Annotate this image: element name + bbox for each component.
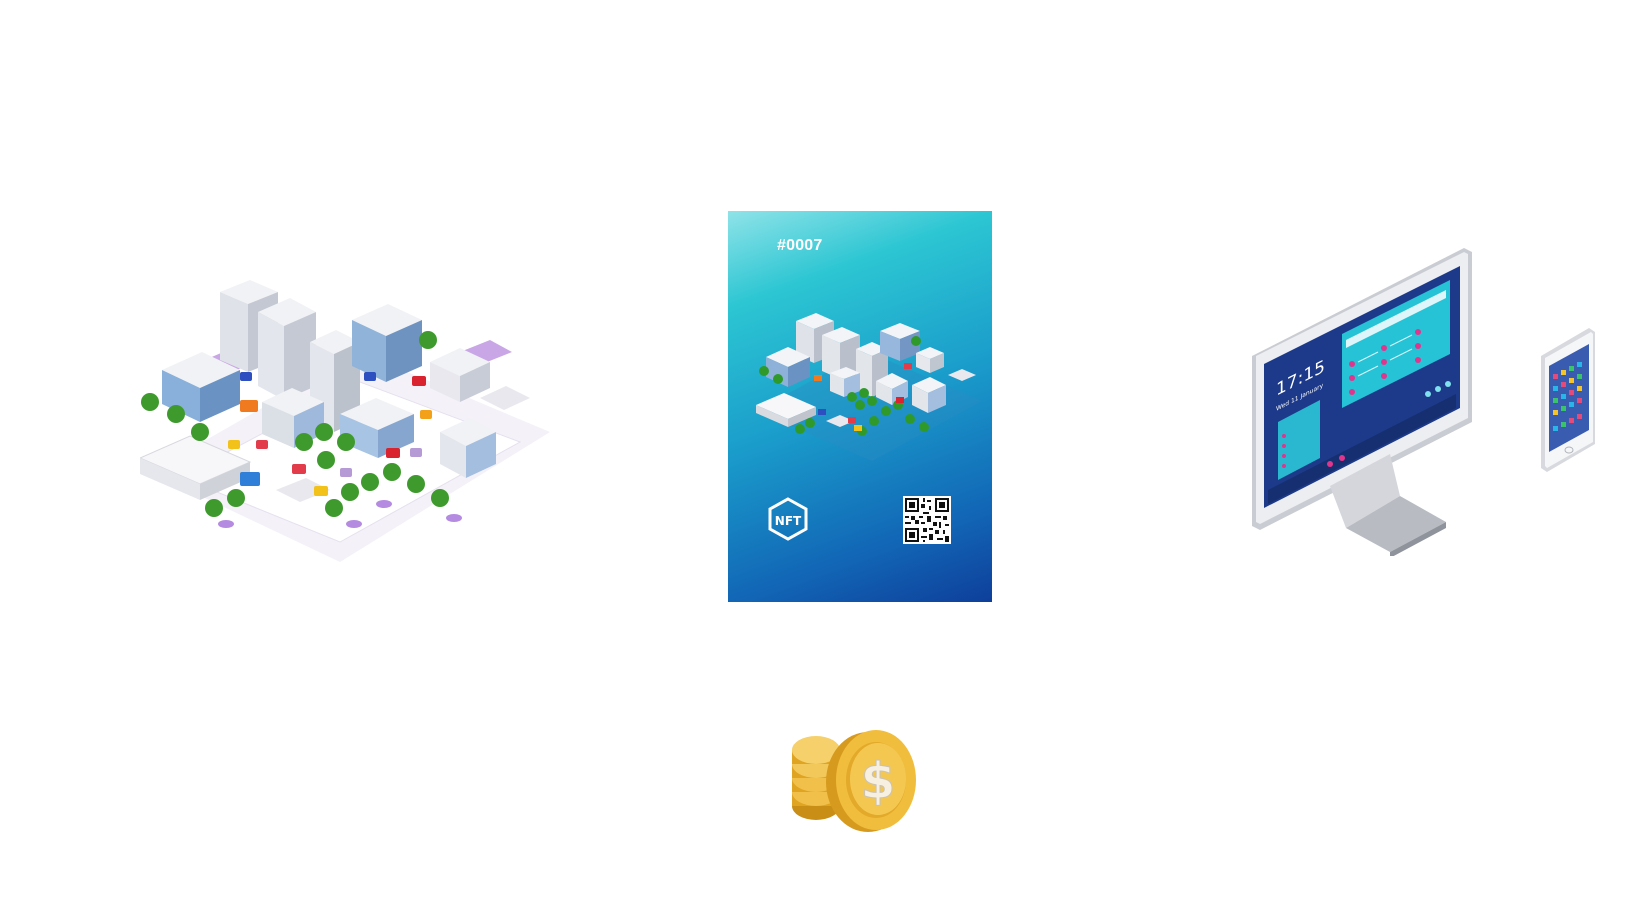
nft-card: #0007 — [728, 211, 992, 602]
nft-logo-icon: NFT — [768, 497, 808, 541]
nft-logo-text: NFT — [775, 514, 802, 528]
qr-code-icon[interactable] — [903, 496, 951, 544]
dollar-coins-icon: $ — [792, 730, 916, 832]
city-illustration — [140, 280, 550, 562]
nft-city-illustration — [756, 313, 982, 461]
monitor-illustration: 17:15 Wed 11 January — [1252, 248, 1472, 556]
smartphone-illustration — [1541, 328, 1595, 472]
nft-token-id: #0007 — [777, 237, 823, 254]
svg-text:$: $ — [861, 752, 896, 810]
